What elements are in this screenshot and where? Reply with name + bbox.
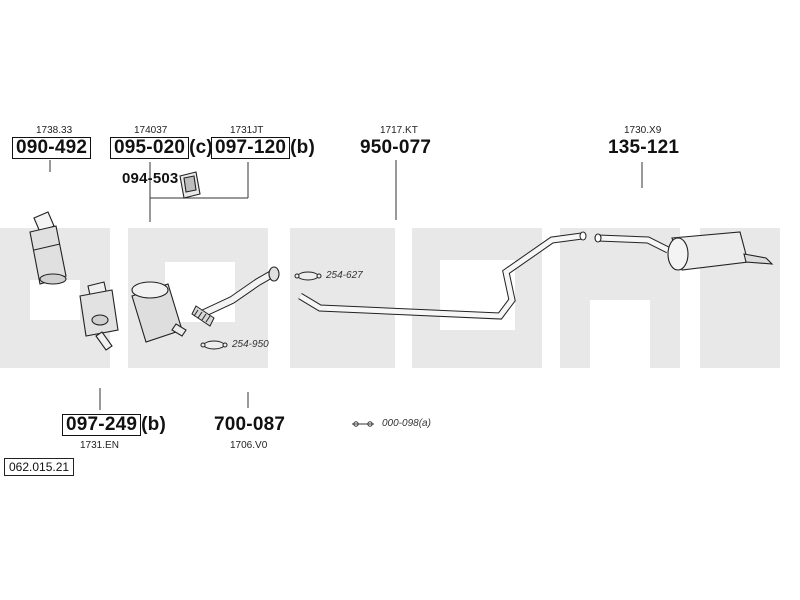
part-number-5[interactable]: 950-077 (360, 137, 432, 158)
oem-ref-6: 1730.X9 (624, 125, 662, 136)
mounting-kit-label[interactable]: 000-098(a) (382, 418, 431, 429)
part-number-7-suffix: (b) (141, 414, 167, 435)
gasket-lower-label[interactable]: 254-950 (232, 339, 269, 350)
gasket-upper-label[interactable]: 254-627 (326, 270, 363, 281)
oem-ref-5: 1717.KT (380, 125, 418, 136)
part-number-4[interactable]: 094-503 (122, 170, 179, 187)
front-pipe-icon (191, 266, 280, 327)
part-number-3-label: 097-120 (211, 137, 291, 159)
part-number-1[interactable]: 090-492 (12, 137, 92, 159)
gasket-upper-icon (294, 271, 322, 281)
mounting-kit-icon (352, 421, 374, 427)
oem-ref-2: 174037 (134, 125, 168, 136)
part-number-6[interactable]: 135-121 (608, 137, 680, 158)
part-number-2-label: 095-020 (110, 137, 190, 159)
oem-ref-1: 1738.33 (36, 125, 73, 136)
part-number-2[interactable]: 095-020(c) (110, 137, 213, 159)
middle-pipe-icon (298, 231, 587, 320)
part-number-2-suffix: (c) (189, 137, 213, 158)
part-number-3[interactable]: 097-120(b) (211, 137, 315, 159)
part-number-1-label: 090-492 (12, 137, 92, 159)
part-number-7-label: 097-249 (62, 414, 142, 436)
particle-filter-icon (79, 281, 119, 351)
catalyst-icon (131, 281, 187, 343)
oem-ref-8: 1706.V0 (230, 440, 268, 451)
clamp-bracket-icon (179, 171, 201, 199)
part-number-3-suffix: (b) (290, 137, 316, 158)
oem-ref-7: 1731.EN (80, 440, 119, 451)
part-number-7[interactable]: 097-249(b) (62, 414, 166, 436)
catalytic-converter-icon (29, 211, 67, 285)
diagram-code: 062.015.21 (4, 458, 75, 476)
oem-ref-3: 1731JT (230, 125, 264, 136)
gasket-lower-icon (200, 340, 228, 350)
leader-lines (49, 160, 643, 410)
part-number-8[interactable]: 700-087 (214, 414, 286, 435)
rear-muffler-icon (594, 231, 774, 271)
